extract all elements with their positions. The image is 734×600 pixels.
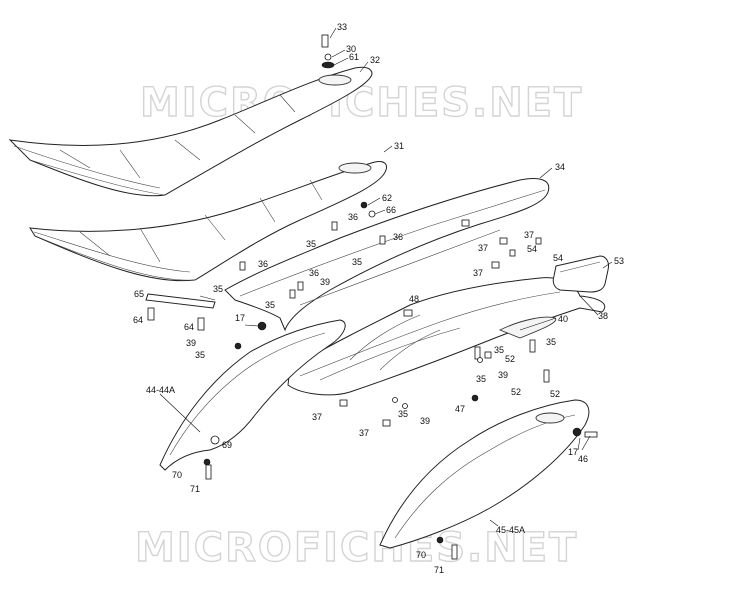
callout-69: 69 [222, 440, 232, 450]
tail-light [552, 255, 609, 293]
callout-37-a: 37 [524, 230, 534, 240]
rear-frame [224, 178, 550, 332]
callout-64-b: 64 [184, 322, 194, 332]
callout-66: 66 [386, 205, 396, 215]
callout-70-b: 70 [416, 550, 426, 560]
trim-strip [145, 293, 216, 309]
callout-36-d: 36 [309, 268, 319, 278]
seat-lower [29, 161, 387, 282]
hardware [147, 34, 598, 560]
side-cover-left [159, 319, 346, 471]
callout-35-c: 35 [213, 284, 223, 294]
callout-52-c: 52 [550, 389, 560, 399]
callout-35-i: 35 [398, 409, 408, 419]
callout-35-a: 35 [306, 239, 316, 249]
callout-30: 30 [346, 44, 356, 54]
callout-48: 48 [409, 294, 419, 304]
callout-53: 53 [614, 256, 624, 266]
callout-45-45a: 45-45A [496, 525, 525, 535]
callout-64-a: 64 [133, 315, 143, 325]
callout-32: 32 [370, 55, 380, 65]
callout-35-f: 35 [494, 345, 504, 355]
callout-44-44a: 44-44A [146, 385, 175, 395]
callout-17-b: 17 [568, 447, 578, 457]
callout-37-d: 37 [312, 412, 322, 422]
callout-38: 38 [598, 311, 608, 321]
callout-33: 33 [337, 22, 347, 32]
watermark-bottom: MICROFICHES.NET [134, 524, 579, 571]
callout-36-a: 36 [348, 212, 358, 222]
callout-37-c: 37 [473, 268, 483, 278]
callout-35-h: 35 [476, 374, 486, 384]
callout-35-b: 35 [352, 257, 362, 267]
callout-70-a: 70 [172, 470, 182, 480]
callout-36-c: 36 [258, 259, 268, 269]
callout-31: 31 [394, 141, 404, 151]
callout-47: 47 [455, 404, 465, 414]
callout-52-a: 52 [505, 354, 515, 364]
leader-lines [159, 27, 613, 527]
callout-46: 46 [578, 454, 588, 464]
callout-61: 61 [349, 52, 359, 62]
callout-39-d: 39 [420, 416, 430, 426]
callout-71-a: 71 [190, 484, 200, 494]
side-cover-right [379, 399, 590, 549]
callout-labels: 33 30 61 32 31 34 62 66 36 36 36 36 35 3… [133, 22, 624, 575]
callout-39-b: 39 [186, 338, 196, 348]
callout-39-c: 39 [498, 370, 508, 380]
callout-35-d: 35 [265, 300, 275, 310]
callout-34: 34 [555, 162, 565, 172]
callout-35-e: 35 [195, 350, 205, 360]
callout-65: 65 [134, 289, 144, 299]
callout-37-b: 37 [478, 243, 488, 253]
callout-40: 40 [558, 314, 568, 324]
callout-54-b: 54 [553, 253, 563, 263]
callout-62: 62 [382, 193, 392, 203]
callout-39-a: 39 [320, 277, 330, 287]
callout-71-b: 71 [434, 565, 444, 575]
callout-36-b: 36 [393, 232, 403, 242]
callout-35-g: 35 [546, 337, 556, 347]
callout-52-b: 52 [511, 387, 521, 397]
seat-upper [8, 66, 373, 197]
callout-37-e: 37 [359, 428, 369, 438]
callout-17-a: 17 [235, 313, 245, 323]
callout-54-a: 54 [527, 244, 537, 254]
watermark-top: MICROFICHES.NET [139, 79, 584, 126]
